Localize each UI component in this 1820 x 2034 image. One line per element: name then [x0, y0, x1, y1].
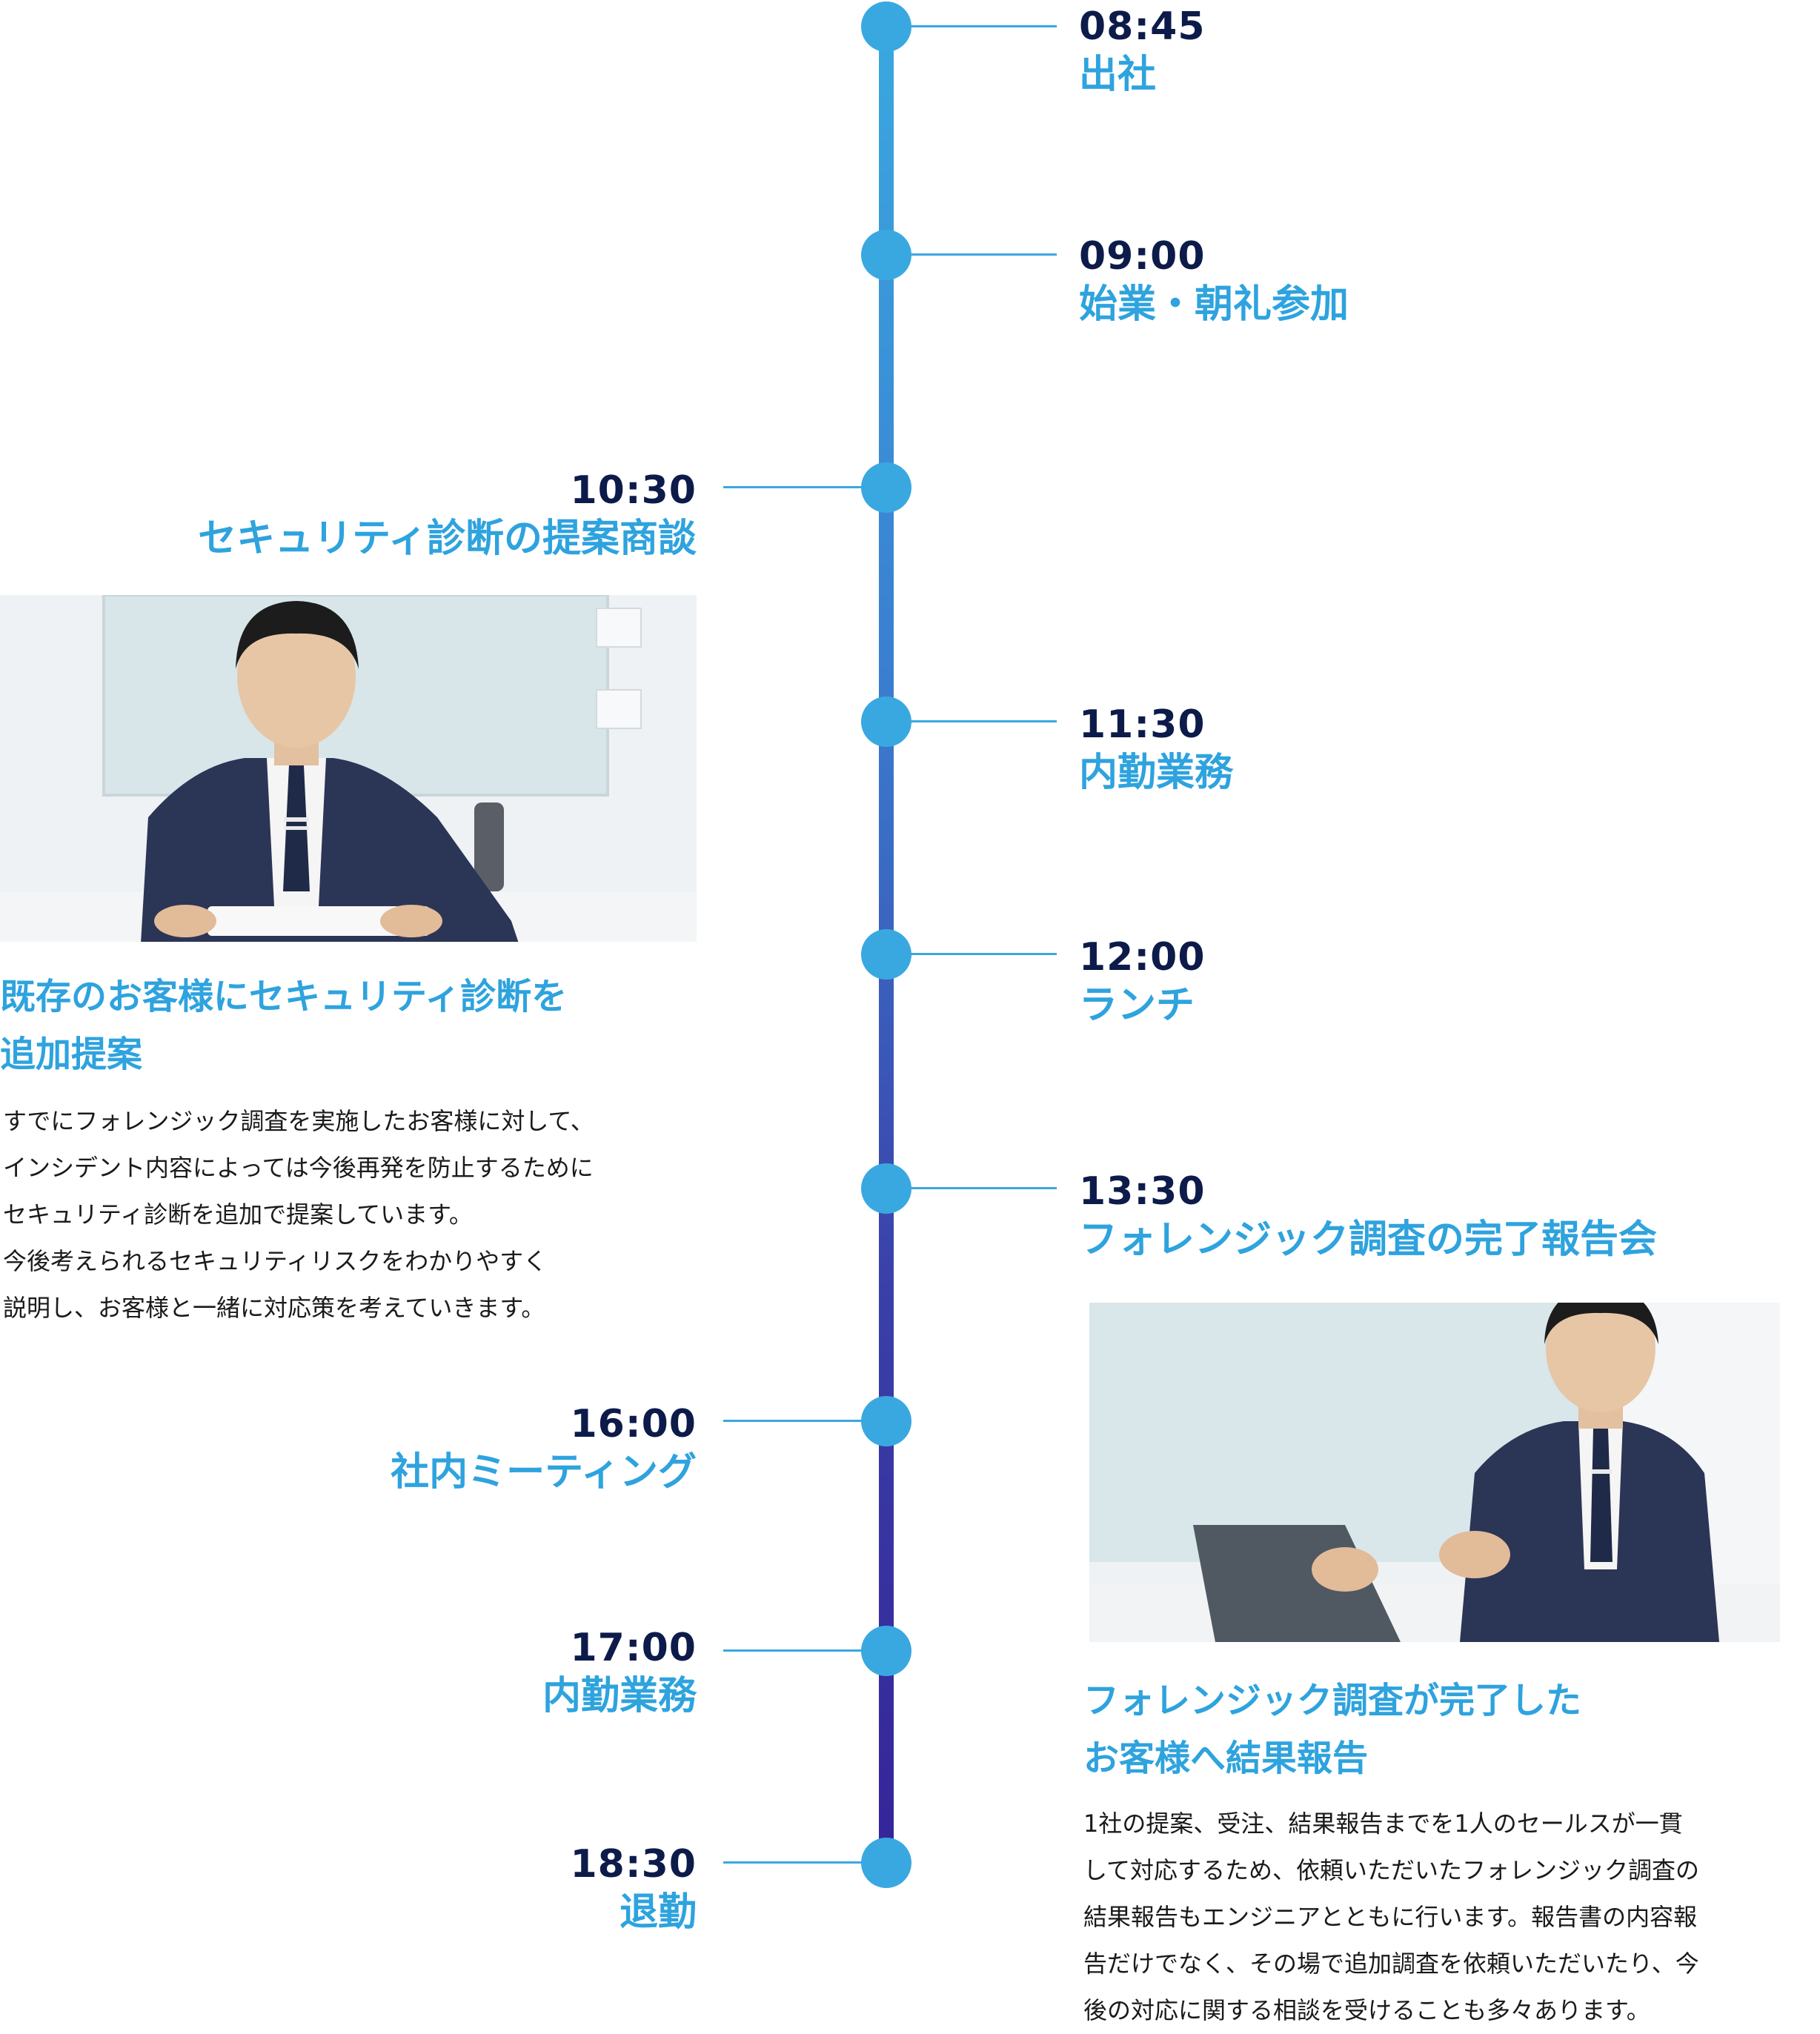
description-line: セキュリティ診断を追加で提案しています。	[3, 1200, 473, 1229]
description-line: して対応するため、依頼いただいたフォレンジック調査の	[1083, 1856, 1700, 1884]
event-title: セキュリティ診断の提案商談	[198, 516, 697, 561]
timeline-connector	[894, 720, 1057, 722]
headline-line: フォレンジック調査が完了した	[1083, 1680, 1582, 1721]
event-time: 16:00	[570, 1402, 697, 1446]
event-time: 10:30	[570, 468, 697, 513]
event-time: 09:00	[1079, 234, 1206, 279]
timeline-connector	[723, 1649, 879, 1652]
timeline-event-1030: 10:30 セキュリティ診断の提案商談	[198, 468, 697, 565]
event-title: 退勤	[619, 1890, 697, 1935]
event-time: 17:00	[570, 1626, 697, 1670]
report-headline: フォレンジック調査が完了した お客様へ結果報告	[1083, 1672, 1581, 1787]
timeline-event-0845: 08:45 出社	[1079, 4, 1206, 101]
timeline-connector	[894, 253, 1057, 256]
description-line: インシデント内容によっては今後再発を防止するために	[3, 1154, 594, 1182]
timeline-connector	[723, 486, 879, 488]
event-title: 社内ミーティング	[391, 1450, 697, 1495]
report-meeting-photo	[1089, 1303, 1780, 1642]
description-line: 今後考えられるセキュリティリスクをわかりやすく	[3, 1247, 548, 1275]
headline-line: 既存のお客様にセキュリティ診断を	[0, 976, 568, 1017]
timeline-event-1830: 18:30 退勤	[570, 1842, 697, 1938]
event-title: ランチ	[1079, 983, 1195, 1028]
timeline-connector	[723, 1861, 879, 1864]
timeline-connector	[894, 953, 1057, 955]
report-description: 1社の提案、受注、結果報告までを1人のセールスが一貫 して対応するため、依頼いた…	[1083, 1801, 1699, 2034]
event-title: 出社	[1079, 53, 1157, 97]
description-line: 結果報告もエンジニアとともに行います。報告書の内容報	[1083, 1903, 1698, 1931]
timeline-connector	[894, 25, 1057, 27]
headline-line: お客様へ結果報告	[1083, 1738, 1369, 1779]
event-title: 内勤業務	[542, 1674, 697, 1718]
timeline-event-1600: 16:00 社内ミーティング	[391, 1402, 697, 1498]
proposal-description: すでにフォレンジック調査を実施したお客様に対して、 インシデント内容によっては今…	[3, 1098, 594, 1332]
event-time: 12:00	[1079, 935, 1206, 980]
timeline-event-1330: 13:30 フォレンジック調査の完了報告会	[1079, 1169, 1657, 1266]
description-line: 告だけでなく、その場で追加調査を依頼いただいたり、今	[1083, 1950, 1699, 1978]
description-line: 後の対応に関する相談を受けることも多々あります。	[1083, 1996, 1650, 2024]
timeline-event-1130: 11:30 内勤業務	[1079, 702, 1233, 799]
proposal-meeting-photo	[0, 595, 697, 942]
event-title: 始業・朝礼参加	[1079, 282, 1349, 327]
event-time: 18:30	[570, 1842, 697, 1887]
description-line: 1社の提案、受注、結果報告までを1人のセールスが一貫	[1083, 1809, 1683, 1838]
description-line: 説明し、お客様と一緒に対応策を考えていきます。	[3, 1294, 545, 1322]
timeline-connector	[894, 1187, 1057, 1189]
event-title: 内勤業務	[1079, 751, 1234, 795]
timeline-event-0900: 09:00 始業・朝礼参加	[1079, 234, 1349, 330]
event-time: 11:30	[1079, 702, 1206, 747]
description-line: すでにフォレンジック調査を実施したお客様に対して、	[3, 1107, 594, 1135]
proposal-headline: 既存のお客様にセキュリティ診断を 追加提案	[0, 968, 567, 1083]
event-time: 08:45	[1079, 4, 1206, 49]
timeline-connector	[723, 1420, 879, 1422]
headline-line: 追加提案	[0, 1034, 143, 1075]
timeline-event-1700: 17:00 内勤業務	[542, 1626, 697, 1722]
event-time: 13:30	[1079, 1169, 1206, 1214]
timeline-event-1200: 12:00 ランチ	[1079, 935, 1206, 1031]
event-title: フォレンジック調査の完了報告会	[1079, 1217, 1658, 1262]
